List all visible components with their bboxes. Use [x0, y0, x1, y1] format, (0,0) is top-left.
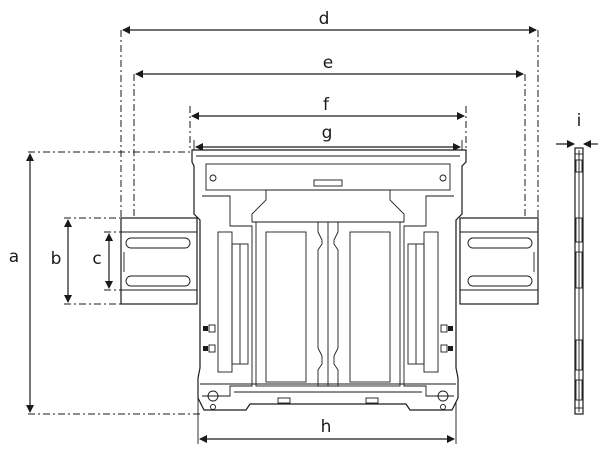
main-plate [191, 149, 467, 411]
side-view [574, 147, 584, 415]
label-h: h [321, 417, 332, 437]
label-i: i [577, 111, 582, 131]
label-c: c [92, 249, 101, 269]
right-rail [459, 217, 539, 305]
label-g: g [322, 123, 333, 143]
dimension-lines [26, 26, 598, 443]
label-b: b [51, 249, 62, 269]
label-e: e [323, 53, 333, 73]
label-a: a [9, 247, 19, 267]
dimension-labels: d e f g h a b c i [9, 9, 582, 437]
label-d: d [319, 9, 330, 29]
left-rail [120, 217, 198, 305]
extension-lines [28, 30, 539, 444]
label-f: f [323, 95, 330, 115]
